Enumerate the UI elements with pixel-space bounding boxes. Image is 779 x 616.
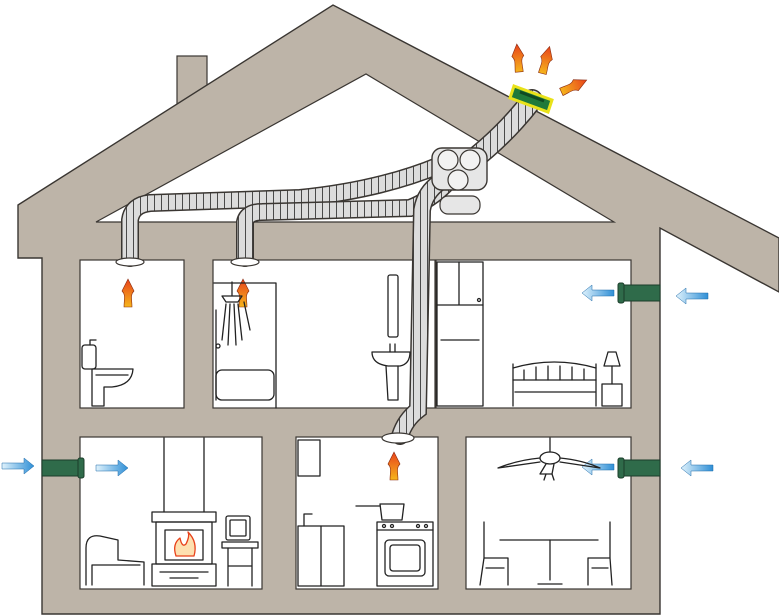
kitchen-cabinet-icon	[297, 439, 345, 587]
stove-icon	[355, 503, 434, 587]
armchair-icon	[85, 535, 145, 586]
dining-table-icon	[499, 539, 599, 585]
fireplace-icon	[151, 437, 217, 587]
nightstand-lamp-icon	[601, 351, 623, 407]
wardrobe-icon	[436, 261, 484, 407]
bed-icon	[512, 361, 597, 407]
exhaust-grille-bathroom	[230, 257, 260, 267]
wall-inlet-dining	[621, 459, 661, 477]
toilet-icon	[81, 339, 134, 407]
room-kitchen	[295, 436, 439, 590]
fresh-air-inlets	[1, 282, 714, 479]
exhaust-grille-toilet	[115, 257, 145, 267]
central-exhaust-fan-icon	[431, 147, 488, 215]
tv-icon	[221, 515, 259, 587]
sink-icon	[371, 274, 411, 401]
wall-inlet-bedroom	[621, 284, 661, 302]
dining-chair-icon	[479, 521, 613, 586]
fresh-air-arrow-outside-bedroom	[675, 287, 709, 305]
shower-icon	[213, 281, 277, 409]
exhaust-grille-kitchen	[381, 432, 415, 444]
room-bedroom	[435, 259, 632, 409]
fresh-air-arrow-outside-dining	[680, 459, 714, 477]
wall-inlet-living	[41, 459, 81, 477]
ceiling-fan-icon	[497, 437, 601, 481]
fresh-air-arrow-outside-living	[1, 457, 35, 475]
roof-vent-icon	[508, 84, 554, 114]
room-bathroom	[212, 259, 436, 409]
room-toilet	[79, 259, 185, 409]
exhaust-points	[115, 257, 415, 481]
room-dining	[465, 436, 632, 590]
